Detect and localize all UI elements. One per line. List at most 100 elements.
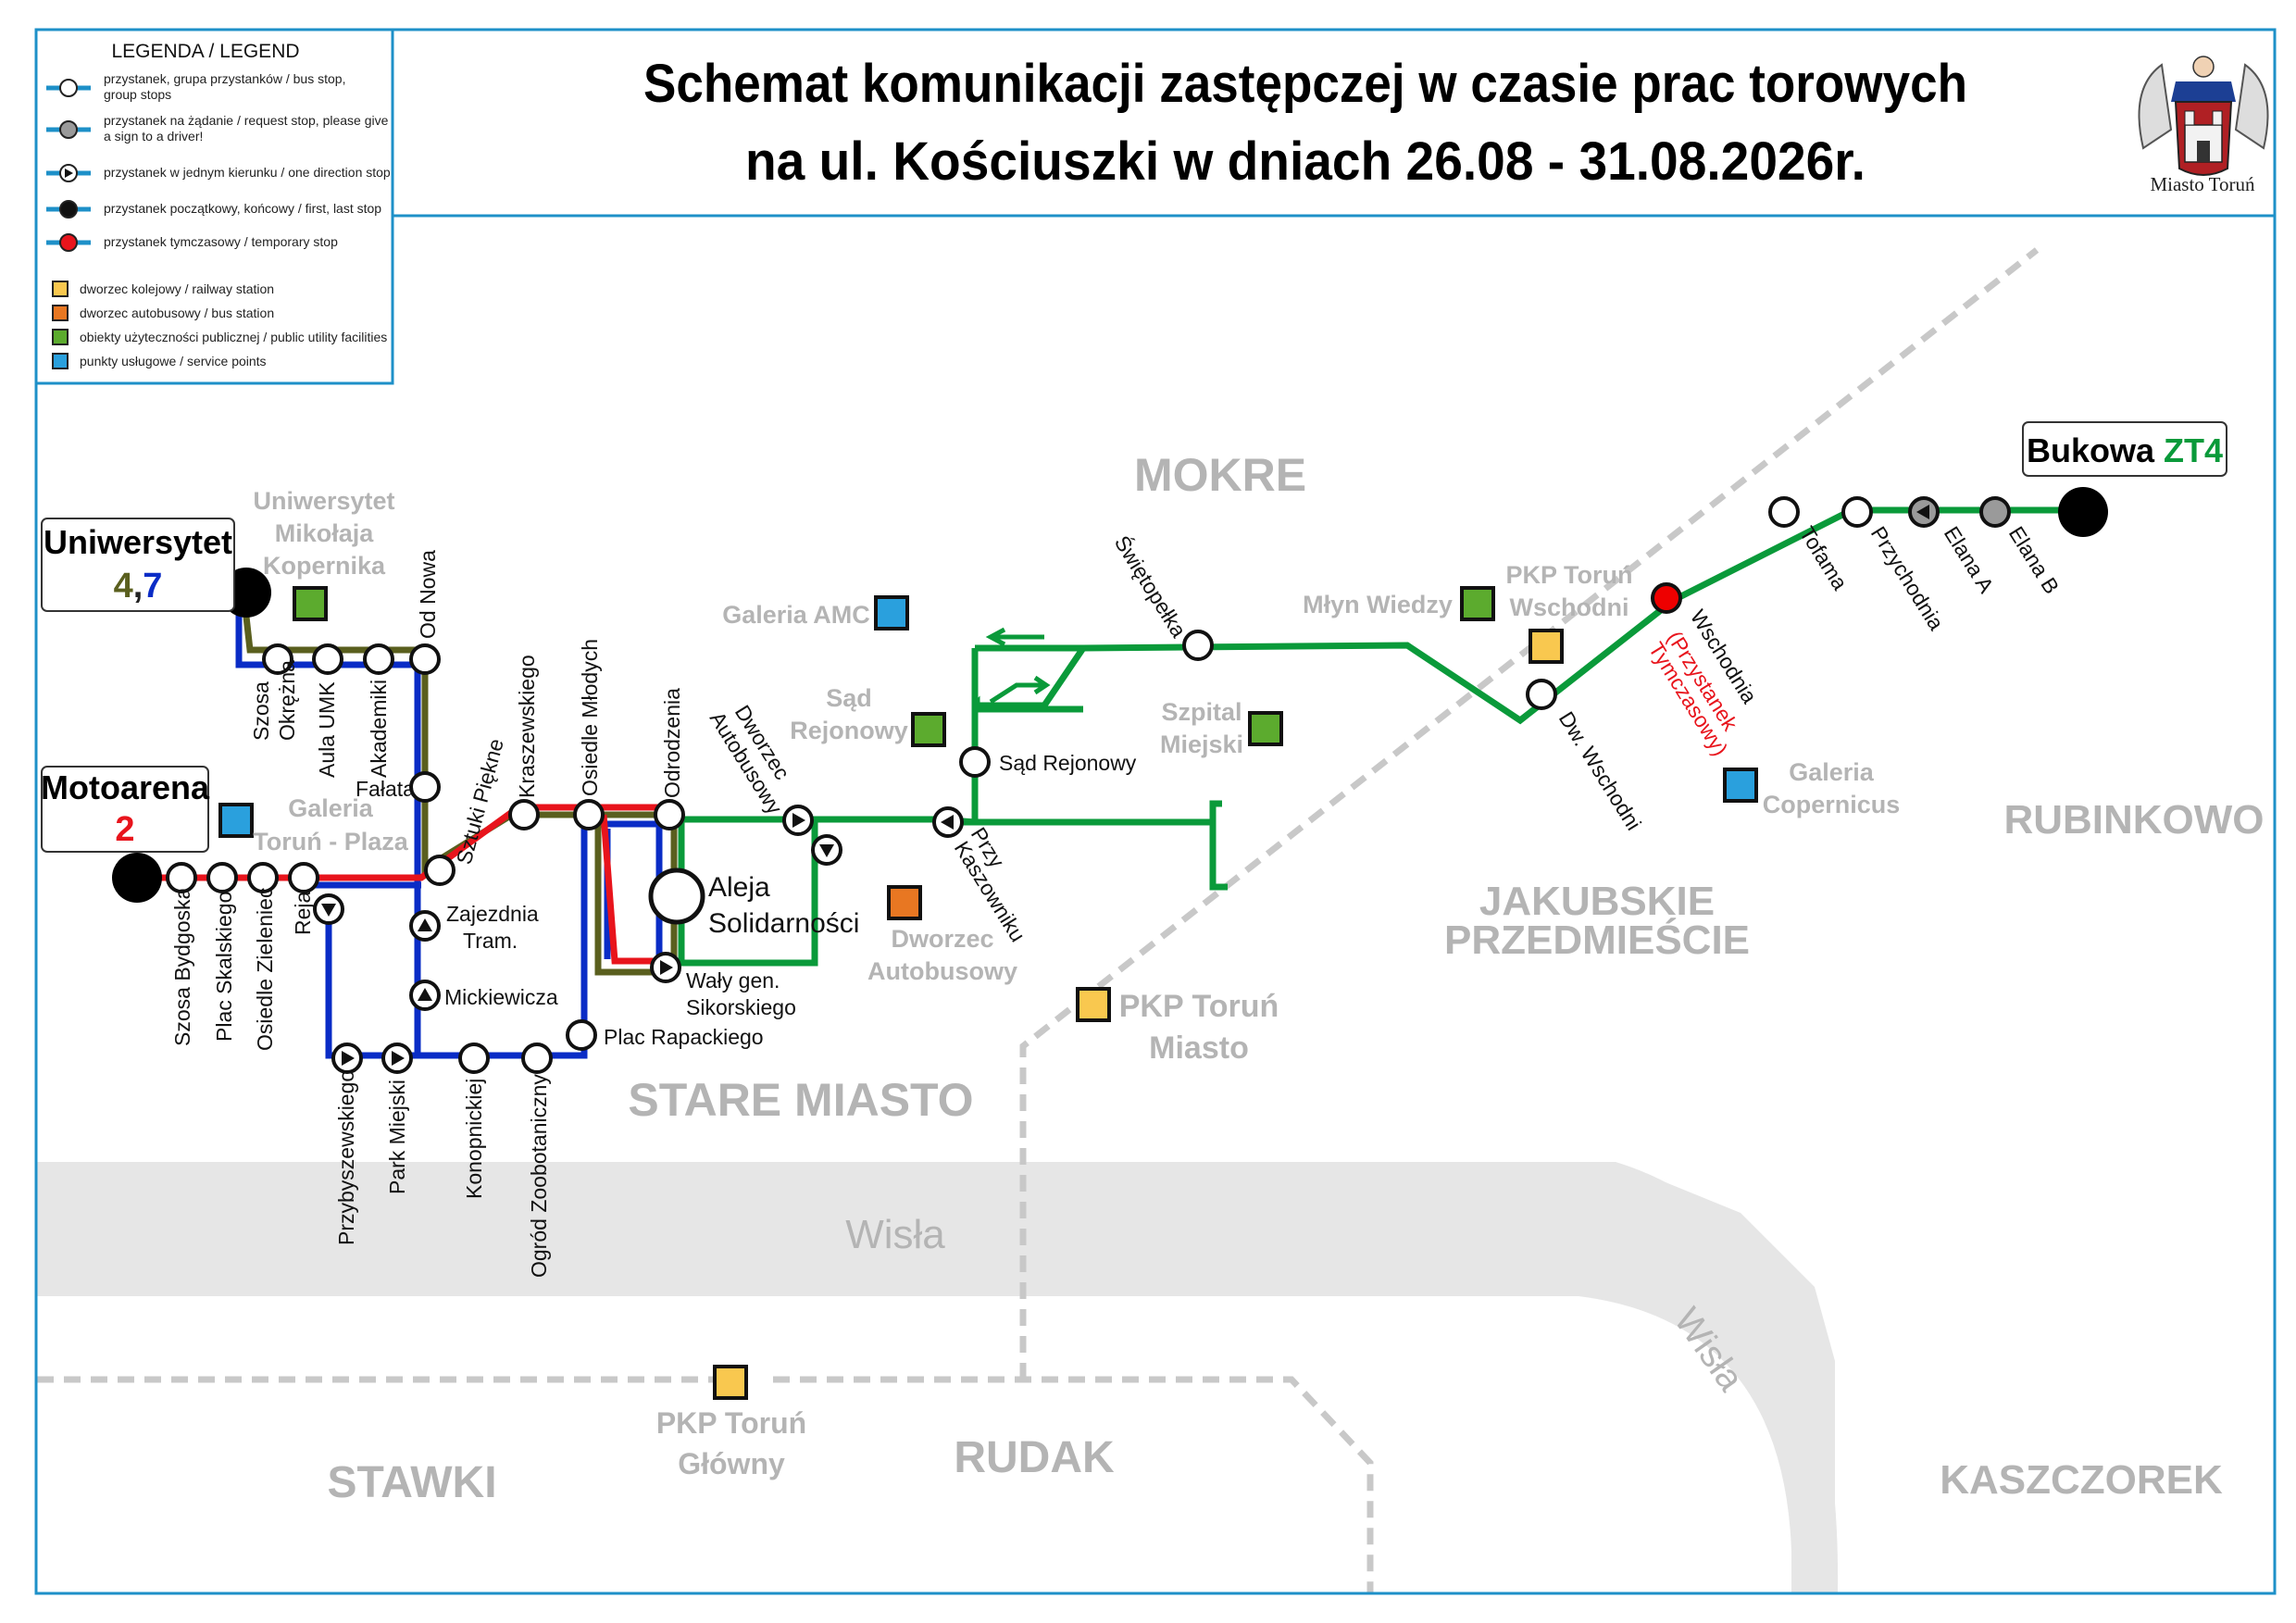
poi-pkp-miasto-icon xyxy=(1076,987,1111,1022)
legend-stop-text: przystanek na żądanie / request stop, pl… xyxy=(104,113,389,128)
white-stop-icon xyxy=(59,79,78,97)
stop-osiedle-zieleniec xyxy=(247,862,279,893)
legend-stop-item: przystanek w jednym kierunku / one direc… xyxy=(46,164,391,182)
legend-stop-item: przystanek początkowy, końcowy / first, … xyxy=(46,200,381,218)
stop-elana-b xyxy=(1979,496,2011,528)
label-tofama: Tofama xyxy=(1795,522,1853,594)
title-line-2: na ul. Kościuszki w dniach 26.08 - 31.08… xyxy=(745,131,1866,192)
route-line-zt4-east xyxy=(974,800,1222,826)
poi-galeria-plaza-icon xyxy=(218,803,254,838)
poi-label-pkp-wsch-1: PKP Toruń xyxy=(1505,561,1632,589)
poi-galeria-amc-icon xyxy=(874,595,909,630)
label-elana-a: Elana A xyxy=(1940,522,1999,598)
poi-label-pkp-miasto-1: PKP Toruń xyxy=(1119,989,1279,1024)
railway-lines xyxy=(37,247,2040,1592)
label-zajezdnia: Zajezdnia xyxy=(446,902,539,926)
stop-aula-umk xyxy=(312,643,343,675)
angel-emblem-icon xyxy=(2138,56,2269,176)
label-kraszewskiego: Kraszewskiego xyxy=(515,655,539,798)
label-solidarnosci: Solidarności xyxy=(708,908,859,939)
district-stare-miasto: STARE MIASTO xyxy=(628,1074,973,1126)
district-kaszczorek: KASZCZOREK xyxy=(1940,1457,2223,1503)
stop-aleja-solidarnosci xyxy=(648,868,705,925)
legend-poi-items: dworzec kolejowy / railway stationdworze… xyxy=(52,281,387,369)
stop-mickiewicza-icon xyxy=(409,980,441,1011)
city-logo: Miasto Toruń xyxy=(2138,56,2269,195)
poi-galeria-copernicus-icon xyxy=(1723,768,1758,803)
label-od-nowa: Od Nowa xyxy=(416,550,440,639)
poi-label-sad-2: Rejonowy xyxy=(790,717,908,744)
poi-label-mlyn: Młyn Wiedzy xyxy=(1303,591,1453,618)
stop-szosa-bydgoska xyxy=(166,862,197,893)
legend-poi-swatch xyxy=(52,329,69,345)
terminus-stop-icon xyxy=(59,200,78,218)
poi-labels: Uniwersytet Mikołaja Kopernika Galeria T… xyxy=(253,487,1900,1480)
logo-caption: Miasto Toruń xyxy=(2150,173,2255,195)
district-labels: MOKRE STARE MIASTO RUBINKOWO JAKUBSKIE P… xyxy=(327,449,2264,1507)
legend-poi-swatch xyxy=(52,353,69,369)
stop-swietopelka xyxy=(1182,630,1214,661)
poi-label-plaza-2: Toruń - Plaza xyxy=(253,828,408,855)
outer-frame xyxy=(34,28,2277,1595)
legend-poi-item: dworzec autobusowy / bus station xyxy=(52,305,274,321)
river-label: Wisła xyxy=(845,1212,945,1257)
label-mickiewicza: Mickiewicza xyxy=(444,985,558,1009)
legend-title: LEGENDA / LEGEND xyxy=(111,41,299,62)
legend-stop-items: przystanek, grupa przystanków / bus stop… xyxy=(46,71,391,252)
terminus-uniwersytet-lines: 4,7 xyxy=(114,567,163,606)
poi-label-umk-1: Uniwersytet xyxy=(253,487,394,515)
stop-dw-wschodni xyxy=(1526,679,1557,710)
poi-label-amc: Galeria AMC xyxy=(722,601,870,629)
poi-label-szpital-2: Miejski xyxy=(1160,730,1243,758)
legend-poi-text: punkty usługowe / service points xyxy=(80,354,267,368)
terminus-bukowa-label: Bukowa ZT4 xyxy=(2027,431,2223,469)
poi-sad-rejonowy-icon xyxy=(911,712,946,747)
direction-arrows xyxy=(985,627,1051,705)
legend: LEGENDA / LEGEND przystanek, grupa przys… xyxy=(34,28,394,385)
grey-request-stop-icon xyxy=(59,120,78,139)
stop-konopnickiej xyxy=(458,1042,490,1074)
line-4-badge: 4 xyxy=(114,567,133,606)
label-szosa-bydgoska: Szosa Bydgoska xyxy=(170,887,194,1046)
poi-label-szpital-1: Szpital xyxy=(1161,698,1242,726)
label-aleja: Aleja xyxy=(708,872,770,903)
stop-przy-kaszowniku-icon xyxy=(932,806,964,838)
legend-poi-text: dworzec autobusowy / bus station xyxy=(80,306,274,320)
label-okrezna: Okrężna xyxy=(275,660,299,741)
stop-kraszewskiego xyxy=(508,799,540,830)
district-jakubskie: JAKUBSKIE xyxy=(1479,879,1715,924)
poi-label-copernicus-2: Copernicus xyxy=(1763,791,1901,818)
stop-tofama xyxy=(1768,496,1800,528)
terminus-uniwersytet: Uniwersytet 4,7 xyxy=(41,518,235,612)
legend-box xyxy=(34,28,394,385)
label-falata: Fałata xyxy=(356,777,415,801)
terminus-motoarena-name: Motoarena xyxy=(41,768,210,806)
poi-label-pkp-glowny-2: Główny xyxy=(678,1447,785,1480)
label-plac-skalskiego: Plac Skalskiego xyxy=(212,892,236,1042)
legend-stop-text: a sign to a driver! xyxy=(104,129,203,144)
legend-poi-item: obiekty użyteczności publicznej / public… xyxy=(52,329,387,345)
legend-stop-item: przystanek tymczasowy / temporary stop xyxy=(46,233,338,252)
poi-umk-icon xyxy=(293,586,328,621)
legend-poi-swatch xyxy=(52,281,69,297)
legend-stop-item: przystanek, grupa przystanków / bus stop… xyxy=(46,71,345,102)
stop-ogrod-zoobotaniczny xyxy=(521,1042,553,1074)
stop-odrodzenia xyxy=(654,799,685,830)
temporary-stop-icon xyxy=(59,233,78,252)
legend-poi-swatch xyxy=(52,305,69,321)
label-tram: Tram. xyxy=(463,929,518,953)
stop-bukowa-terminus xyxy=(2058,487,2108,537)
poi-pkp-wschodni-icon xyxy=(1529,629,1564,664)
legend-poi-item: punkty usługowe / service points xyxy=(52,353,267,369)
label-sad-rejonowy: Sąd Rejonowy xyxy=(999,751,1137,775)
stop-reja xyxy=(288,862,319,893)
label-elana-b: Elana B xyxy=(2004,522,2065,598)
poi-label-dworzec-1: Dworzec xyxy=(891,925,993,953)
legend-stop-text: przystanek początkowy, końcowy / first, … xyxy=(104,201,381,216)
terminus-bukowa: Bukowa ZT4 xyxy=(2022,421,2227,477)
stop-akademiki xyxy=(363,643,394,675)
poi-label-pkp-miasto-2: Miasto xyxy=(1149,1030,1249,1066)
stop-waly-gen-icon xyxy=(650,952,681,983)
poi-label-sad-1: Sąd xyxy=(826,684,872,712)
poi-label-umk-2: Mikołaja xyxy=(275,519,375,547)
